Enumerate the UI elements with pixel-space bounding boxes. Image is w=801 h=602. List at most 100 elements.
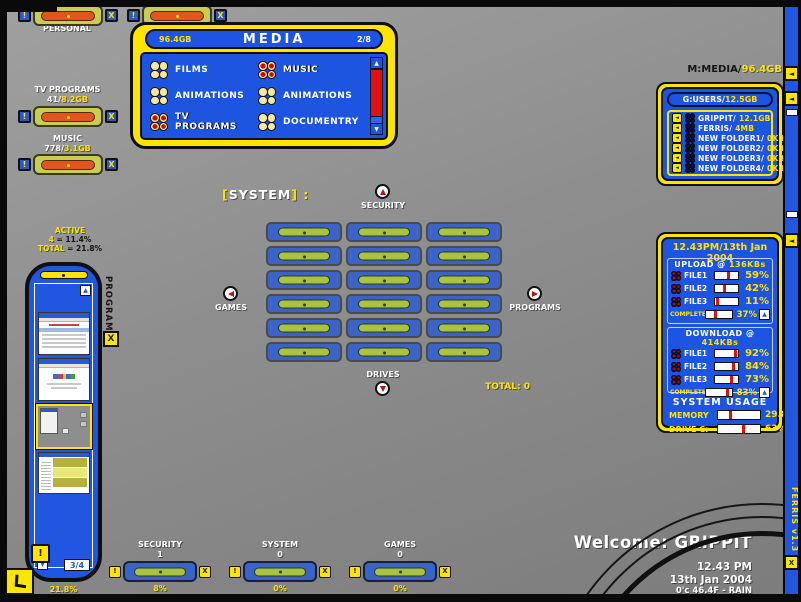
folder-row[interactable]: ◄NEW FOLDER4/0KB — [672, 163, 784, 173]
slider-track[interactable] — [363, 561, 437, 582]
scroll-up-button[interactable]: ▲ — [759, 387, 770, 398]
program-thumbnail-4[interactable] — [38, 452, 90, 494]
close-button[interactable]: X — [105, 9, 118, 22]
folder-row[interactable]: ◄NEW FOLDER1/0KB — [672, 133, 784, 143]
active-stats: ACTIVE 4 = 11.4% TOTAL = 21.8% — [28, 226, 112, 253]
media-item[interactable]: ANIMATIONS — [258, 83, 362, 109]
media-item[interactable]: FILMS — [150, 57, 254, 83]
scroll-up-button[interactable]: ▲ — [759, 309, 770, 320]
folder-row[interactable]: ◄GRIPPIT/12.1GB — [672, 113, 770, 123]
slider-track[interactable] — [123, 561, 197, 582]
system-grid-button[interactable] — [346, 270, 422, 290]
close-button[interactable]: X — [214, 9, 227, 22]
scroll-down-button[interactable]: ▼ — [370, 123, 383, 135]
counter-label: SYSTEM — [261, 540, 299, 549]
file-name: FILE3 — [684, 297, 708, 306]
clover-icon — [671, 348, 681, 359]
collapse-button[interactable]: ◄ — [672, 123, 682, 133]
counter-slider[interactable]: !X — [229, 561, 331, 582]
progress-marker — [715, 298, 719, 305]
system-grid-button[interactable] — [426, 222, 502, 242]
system-grid-button[interactable] — [426, 318, 502, 338]
alert-button[interactable]: ! — [229, 565, 241, 578]
scrollbar-track[interactable] — [370, 117, 383, 123]
program-thumbnail-3-selected[interactable] — [35, 403, 93, 450]
music-widget[interactable]: ! X — [18, 154, 118, 175]
close-button[interactable]: X — [105, 110, 118, 123]
folder-row[interactable]: ◄FERRIS/4MB — [672, 123, 768, 133]
media-title: MEDIA — [242, 31, 306, 47]
slider-track[interactable] — [33, 154, 103, 175]
nav-left-button[interactable] — [223, 286, 238, 301]
counter-slider[interactable]: !X — [349, 561, 451, 582]
collapse-button[interactable]: ◄ — [672, 143, 682, 153]
media-titlebar[interactable]: 96.4GB MEDIA 2/8 — [145, 29, 383, 49]
media-item[interactable]: MUSIC — [258, 57, 362, 83]
media-scrollbar[interactable]: ▲ ▼ — [370, 57, 383, 135]
scroll-up-button[interactable]: ▲ — [80, 285, 91, 296]
system-grid-button[interactable] — [426, 342, 502, 362]
media-item[interactable]: ANIMATIONS — [150, 83, 254, 109]
drag-handle[interactable] — [39, 271, 88, 279]
strip-collapse-button-3[interactable]: ◄ — [784, 233, 799, 248]
alert-button[interactable]: ! — [18, 158, 31, 171]
alert-button[interactable]: ! — [109, 565, 121, 578]
system-grid-button[interactable] — [346, 294, 422, 314]
nav-down-button[interactable] — [375, 381, 390, 396]
system-grid-button[interactable] — [266, 294, 342, 314]
system-grid-button[interactable] — [346, 222, 422, 242]
close-button[interactable]: X — [319, 565, 331, 578]
strip-thumb[interactable] — [786, 211, 798, 218]
counter-slider[interactable]: !X — [109, 561, 211, 582]
strip-collapse-button-1[interactable]: ◄ — [784, 66, 799, 81]
close-button[interactable]: X — [439, 565, 451, 578]
slider-pill — [278, 275, 330, 285]
collapse-button[interactable]: ◄ — [672, 153, 682, 163]
system-grid-button[interactable] — [266, 318, 342, 338]
slider-track[interactable] — [243, 561, 317, 582]
slider-track[interactable] — [33, 106, 103, 127]
close-button[interactable]: X — [199, 565, 211, 578]
collapse-button[interactable]: ◄ — [672, 133, 682, 143]
program-thumbnail-1[interactable] — [38, 312, 90, 355]
system-grid-button[interactable] — [426, 294, 502, 314]
alert-button[interactable]: ! — [18, 110, 31, 123]
media-item[interactable]: DOCUMENTRY — [258, 109, 362, 135]
alert-button[interactable]: ! — [349, 565, 361, 578]
close-button[interactable]: X — [103, 331, 119, 347]
tv-programs-widget[interactable]: ! X — [18, 106, 118, 127]
side-strip-bar[interactable] — [785, 6, 798, 595]
counter-label: SECURITY — [138, 540, 182, 549]
system-grid-button[interactable] — [266, 222, 342, 242]
launcher-button[interactable] — [5, 568, 34, 595]
strip-thumb[interactable] — [786, 109, 798, 116]
collapse-button[interactable]: ◄ — [672, 113, 682, 123]
system-grid-button[interactable] — [346, 342, 422, 362]
nav-up-button[interactable] — [375, 184, 390, 199]
scroll-up-button[interactable]: ▲ — [370, 57, 383, 69]
system-grid-button[interactable] — [266, 270, 342, 290]
scrollbar-thumb[interactable] — [370, 69, 383, 117]
strip-collapse-button-2[interactable]: ◄ — [784, 91, 799, 106]
nav-right-button[interactable] — [527, 286, 542, 301]
system-grid-button[interactable] — [266, 342, 342, 362]
users-header[interactable]: G:USERS/12.5GB — [667, 92, 773, 107]
system-grid-button[interactable] — [266, 246, 342, 266]
close-button[interactable]: X — [784, 555, 799, 570]
slider-pill — [254, 567, 306, 576]
program-thumbnail-2[interactable] — [38, 358, 90, 401]
alert-button[interactable]: ! — [127, 9, 140, 22]
collapse-button[interactable]: ◄ — [672, 163, 682, 173]
media-item[interactable]: TV PROGRAMS — [150, 109, 254, 135]
system-grid-button[interactable] — [426, 270, 502, 290]
system-grid-button[interactable] — [426, 246, 502, 266]
system-grid-button[interactable] — [346, 246, 422, 266]
close-button[interactable]: X — [105, 158, 118, 171]
system-grid-button[interactable] — [346, 318, 422, 338]
folder-row[interactable]: ◄NEW FOLDER2/0KB — [672, 143, 784, 153]
folder-row[interactable]: ◄NEW FOLDER3/0KB — [672, 153, 784, 163]
alert-button[interactable]: ! — [31, 544, 50, 563]
